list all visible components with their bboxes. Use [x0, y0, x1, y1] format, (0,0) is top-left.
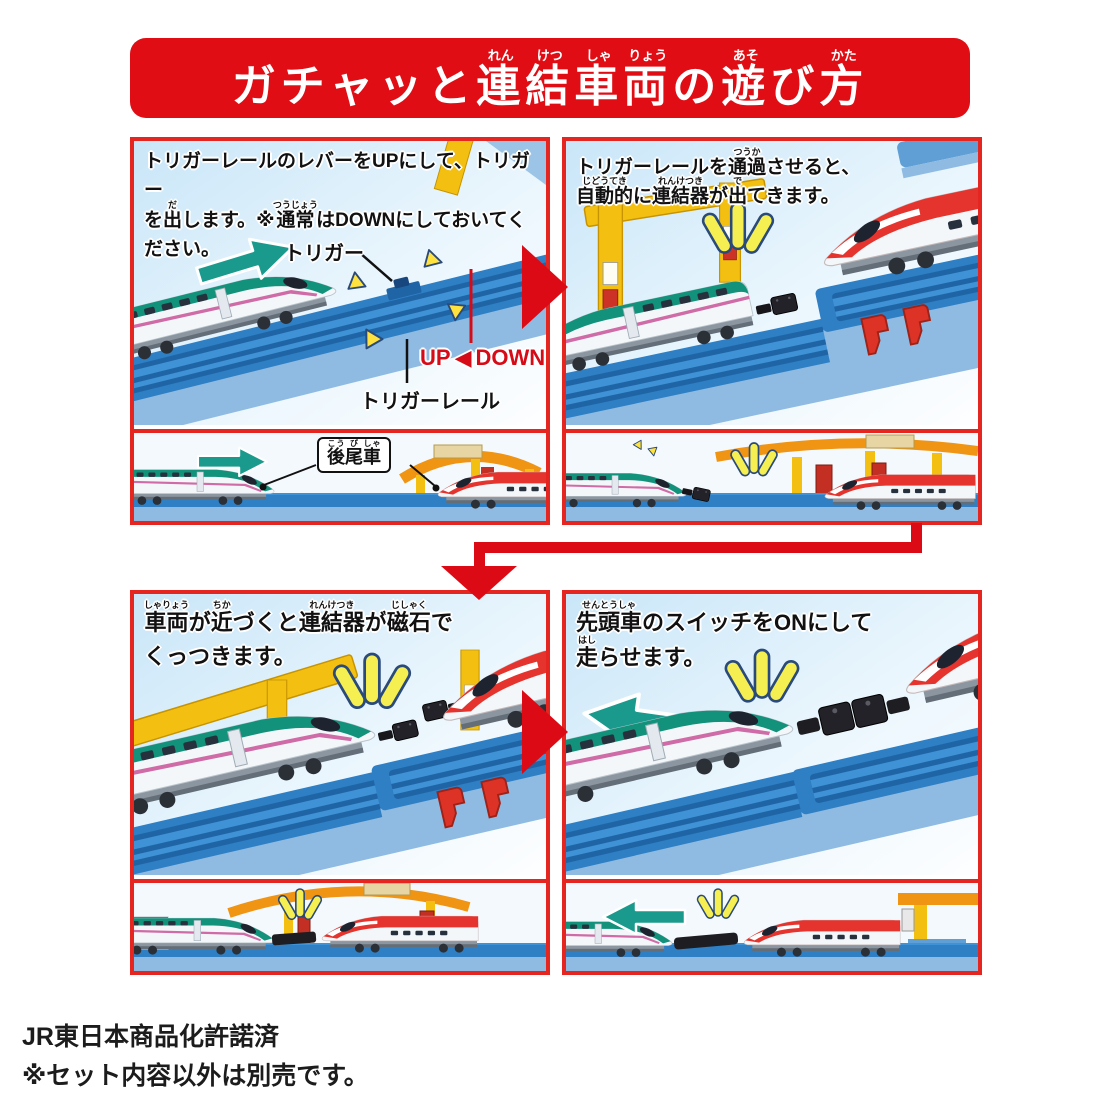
step4-caption: 先頭車せんとうしゃのスイッチをONにして走はしらせます。	[576, 600, 873, 670]
footer: JR東日本商品化許諾済 ※セット内容以外は別売です。	[22, 1018, 369, 1096]
left-arrow-icon: ◀	[454, 345, 472, 370]
step3-inset-illustration	[134, 883, 546, 971]
step4-inset	[566, 879, 978, 971]
sold-separately-note: ※セット内容以外は別売です。	[22, 1061, 369, 1090]
coupler	[271, 931, 317, 946]
page-title: ガチャッと連れん結けつ車しゃ両りょうの遊あそび方かた	[231, 47, 869, 111]
next-step-arrow	[522, 690, 568, 774]
step3-illustration	[134, 594, 546, 875]
gate-beam	[134, 654, 359, 751]
step4-inset-illustration	[566, 883, 978, 971]
step1-illustration	[134, 141, 546, 425]
step2-illustration	[566, 141, 978, 425]
track-corner-decor	[897, 141, 978, 179]
step4-main: 先頭車せんとうしゃのスイッチをONにして走はしらせます。	[566, 594, 978, 875]
step1-caption: トリガーレールのレバーをUPにして、トリガーを出だします。※通常つうじょうはDO…	[144, 151, 530, 261]
trigger-pointer-line	[359, 252, 393, 282]
step3-panel: 車両しゃりょうが近ちかづくと連結器れんけつきが磁石じしゃくでくっつきます。	[130, 590, 550, 975]
step3-main: 車両しゃりょうが近ちかづくと連結器れんけつきが磁石じしゃくでくっつきます。	[134, 594, 546, 875]
flow-connector	[474, 542, 922, 553]
step3-caption: 車両しゃりょうが近ちかづくと連結器れんけつきが磁石じしゃくでくっつきます。	[144, 600, 453, 670]
step3-inset	[134, 879, 546, 971]
down-label: DOWN	[475, 345, 546, 370]
step2-inset	[566, 429, 978, 521]
step2-main: トリガーレールを通過つうかさせると、自動的じどうてきに連結器れんけつきが出でてき…	[566, 141, 978, 425]
step2-inset-illustration	[566, 433, 978, 521]
trigger-part	[386, 276, 422, 301]
joined-couplers	[673, 932, 739, 950]
license-text: JR東日本商品化許諾済	[22, 1023, 279, 1051]
step1-inset: 後こう尾び車しゃ	[134, 429, 546, 521]
up-label: UP	[420, 345, 451, 370]
flow-connector	[911, 523, 922, 548]
bridge-arch	[227, 886, 471, 918]
flow-arrow-down	[441, 566, 517, 600]
step1-panel: トリガーレールのレバーをUPにして、トリガーを出だします。※通常つうじょうはDO…	[130, 137, 550, 525]
trigger-rail-label: トリガーレール	[360, 391, 500, 413]
step4-illustration	[566, 594, 978, 875]
next-step-arrow	[522, 245, 568, 329]
joined-couplers	[796, 694, 910, 736]
step4-panel: 先頭車せんとうしゃのスイッチをONにして走はしらせます。	[562, 590, 982, 975]
trigger-label: トリガー	[284, 243, 364, 265]
station-roof	[898, 893, 978, 905]
up-down-label: UP◀DOWN	[420, 345, 545, 371]
track-corner-decor	[486, 141, 546, 185]
rear-car-label: 後こう尾び車しゃ	[317, 437, 391, 473]
step2-panel: トリガーレールを通過つうかさせると、自動的じどうてきに連結器れんけつきが出でてき…	[562, 137, 982, 525]
step2-caption: トリガーレールを通過つうかさせると、自動的じどうてきに連結器れんけつきが出でてき…	[576, 147, 861, 208]
flow-connector	[474, 542, 485, 570]
step1-main: トリガーレールのレバーをUPにして、トリガーを出だします。※通常つうじょうはDO…	[134, 141, 546, 425]
title-banner: ガチャッと連れん結けつ車しゃ両りょうの遊あそび方かた	[130, 38, 970, 118]
